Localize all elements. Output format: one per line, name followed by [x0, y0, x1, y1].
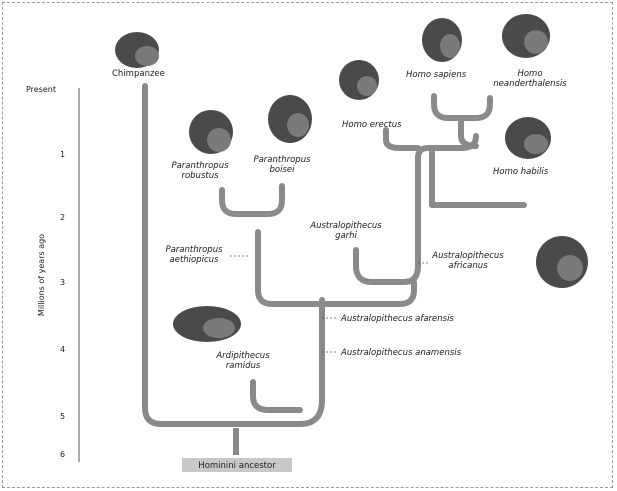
label-chimpanzee: Chimpanzee — [112, 69, 165, 79]
paranthropus-robustus-head-icon — [189, 110, 233, 154]
branch-garhi-fork — [353, 197, 421, 285]
chimpanzee-head-icon — [115, 32, 159, 68]
axis-tick-5: 5 — [60, 412, 65, 421]
label-homo-habilis: Homo habilis — [493, 167, 549, 177]
homo-sapiens-head-icon — [422, 18, 462, 62]
root-label-text: Hominini ancestor — [198, 461, 276, 471]
axis-tick-2: 2 — [60, 213, 65, 222]
branch-sapiens-neanderthal — [431, 93, 493, 121]
axis-tick-6: 6 — [60, 450, 65, 459]
homo-neanderthalensis-head-icon — [502, 14, 550, 58]
head-illustrations — [115, 14, 588, 342]
branch-paranthropus-group — [255, 229, 417, 307]
branch-hominin-trunk — [297, 297, 325, 427]
time-axis: Present 1 2 3 4 5 6 Millions of years ag… — [26, 85, 80, 462]
tree-branches — [142, 83, 527, 455]
ardipithecus-ramidus-head-icon — [173, 306, 241, 342]
branch-chimpanzee — [142, 83, 303, 427]
axis-title: Millions of years ago — [37, 234, 46, 316]
label-australopithecus-afarensis: Australopithecus afarensis — [340, 314, 454, 324]
branch-homo-erectus — [383, 127, 421, 151]
branch-paranthropus-fork — [219, 183, 285, 217]
branch-sapiens-link — [458, 115, 479, 149]
label-homo-erectus: Homo erectus — [342, 120, 402, 130]
callouts — [230, 255, 430, 353]
homo-erectus-head-icon — [339, 60, 379, 100]
australopithecus-africanus-head-icon — [536, 236, 588, 288]
label-homo-sapiens: Homo sapiens — [406, 70, 467, 80]
paranthropus-boisei-head-icon — [268, 95, 312, 143]
axis-tick-3: 3 — [60, 278, 65, 287]
root-label-box — [182, 458, 292, 472]
label-australopithecus-anamensis: Australopithecus anamensis — [340, 348, 462, 358]
homo-habilis-head-icon — [505, 117, 551, 159]
root-label: Hominini ancestor — [182, 458, 292, 472]
axis-tick-4: 4 — [60, 345, 65, 354]
branch-ardipithecus — [250, 379, 303, 413]
axis-tick-present: Present — [26, 85, 56, 94]
axis-tick-1: 1 — [60, 150, 65, 159]
branch-homo-trunk — [415, 133, 479, 203]
